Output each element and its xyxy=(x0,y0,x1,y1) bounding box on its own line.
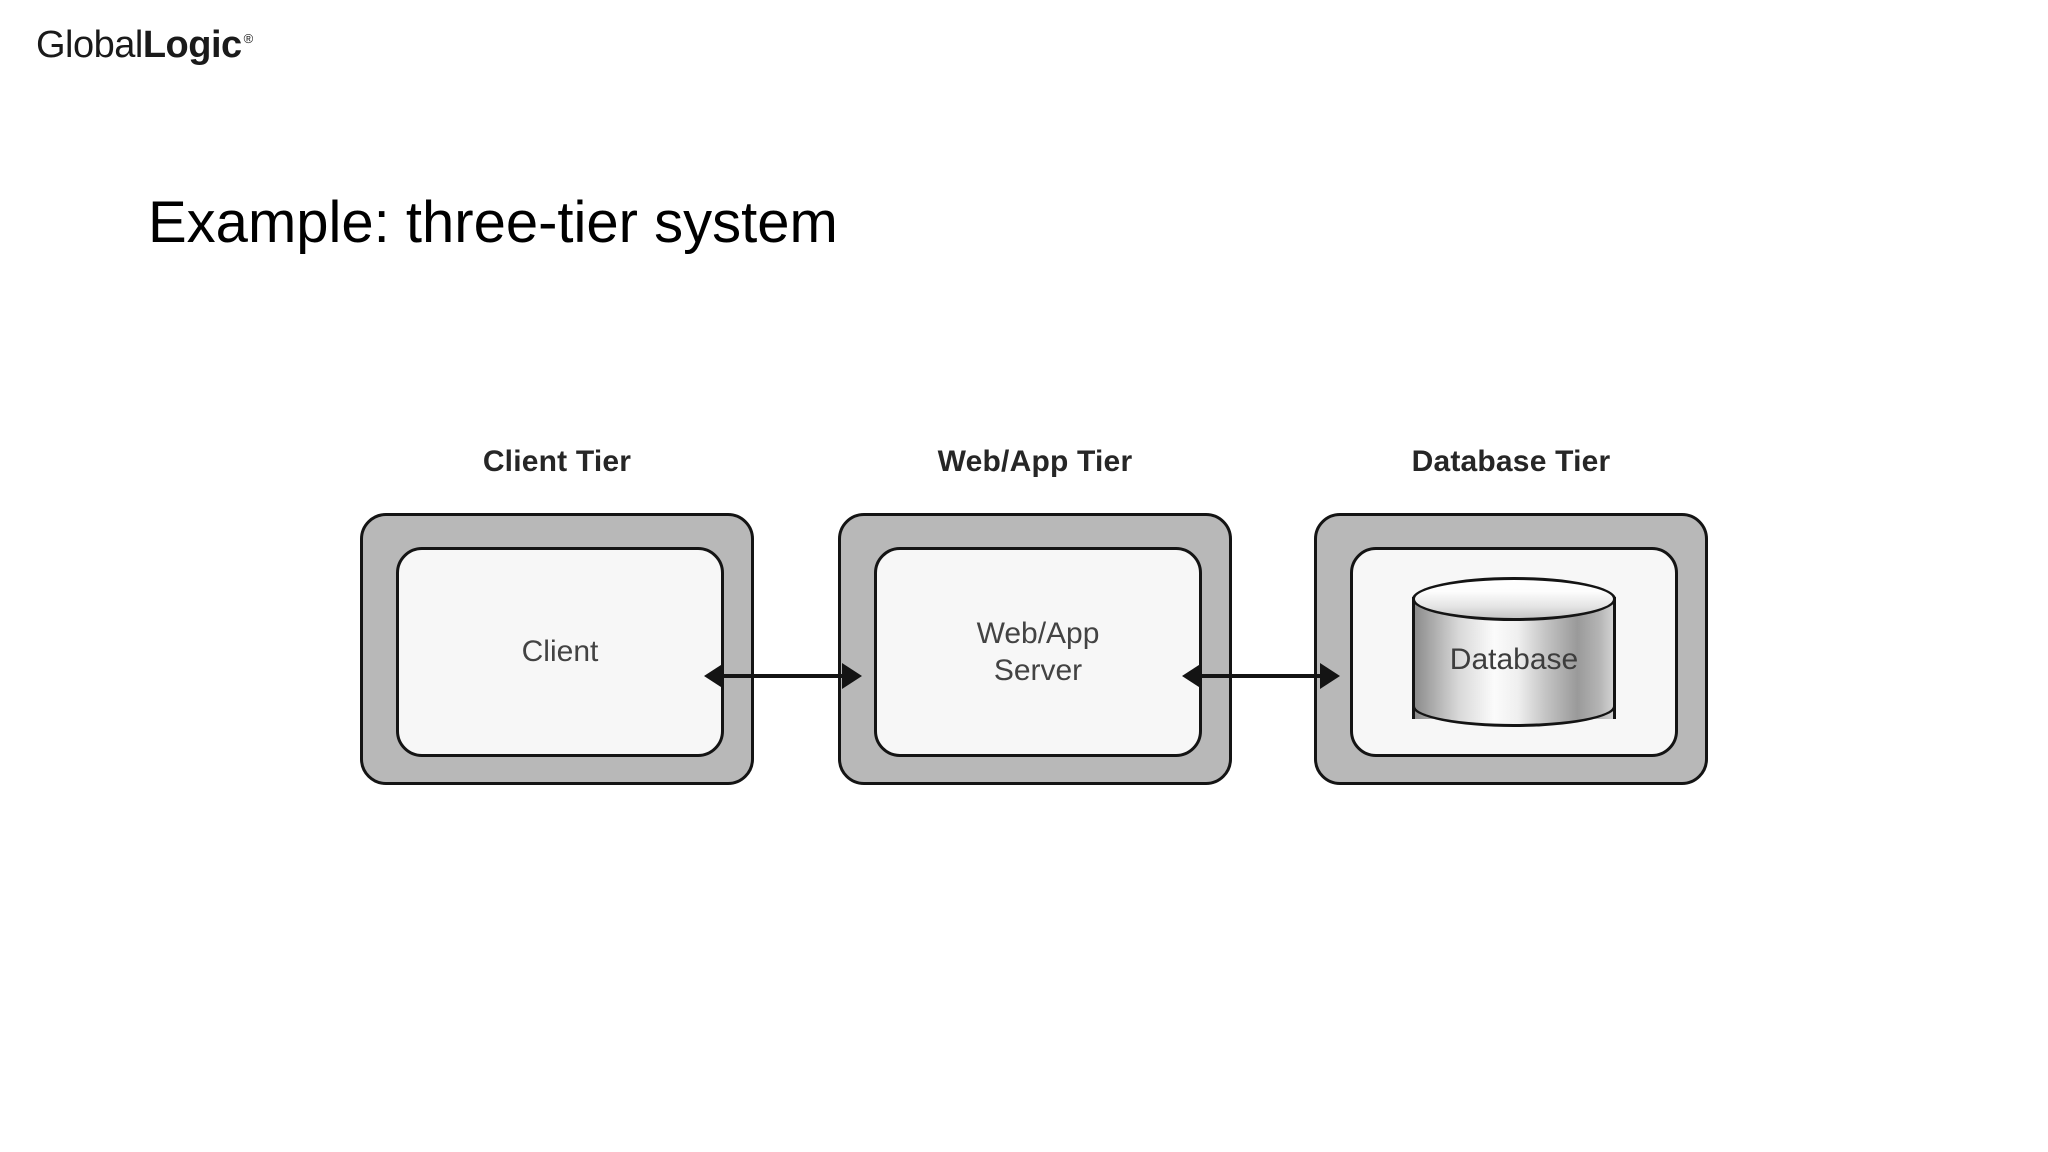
node-client[interactable]: Client xyxy=(396,547,724,757)
connector-webapp-database xyxy=(1182,663,1340,689)
brand-logo: GlobalLogic® xyxy=(36,26,253,64)
arrow-head-right-icon xyxy=(842,663,862,689)
arrow-head-left-icon xyxy=(704,663,724,689)
node-label-client: Client xyxy=(521,635,599,669)
page-title: Example: three-tier system xyxy=(148,189,838,255)
registered-trademark-icon: ® xyxy=(243,31,254,47)
connector-client-webapp xyxy=(704,663,862,689)
node-label-webapp-server: Web/App Server xyxy=(976,616,1100,688)
cylinder-bottom-cap xyxy=(1412,685,1616,727)
tier-container-database[interactable]: Database xyxy=(1314,513,1708,785)
tier-group-database: Database Tier Database xyxy=(1314,445,1708,785)
cylinder-top-ellipse xyxy=(1412,577,1616,621)
tier-label-webapp: Web/App Tier xyxy=(937,445,1133,478)
brand-name-light: Global xyxy=(36,24,143,66)
tier-label-database: Database Tier xyxy=(1411,445,1611,478)
node-webapp-server[interactable]: Web/App Server xyxy=(874,547,1202,757)
tier-label-client: Client Tier xyxy=(482,445,632,478)
arrow-head-right-icon xyxy=(1320,663,1340,689)
tier-group-client: Client Tier Client xyxy=(360,445,754,785)
connector-line xyxy=(720,674,846,678)
arrow-head-left-icon xyxy=(1182,663,1202,689)
tier-container-webapp[interactable]: Web/App Server xyxy=(838,513,1232,785)
node-label-database: Database xyxy=(1449,643,1579,676)
brand-name-bold: Logic xyxy=(142,24,242,66)
tier-group-webapp: Web/App Tier Web/App Server xyxy=(838,445,1232,785)
connector-line xyxy=(1198,674,1324,678)
node-database[interactable]: Database xyxy=(1350,547,1678,757)
database-cylinder-icon: Database xyxy=(1412,577,1616,727)
tier-container-client[interactable]: Client xyxy=(360,513,754,785)
